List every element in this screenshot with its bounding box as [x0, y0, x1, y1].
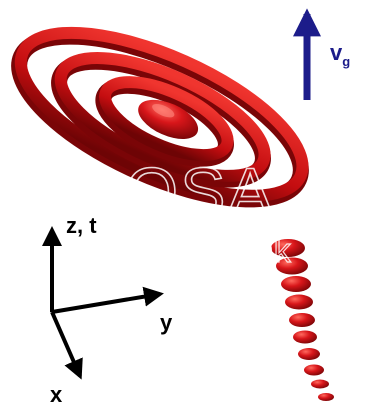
y-axis-arrow — [51, 286, 164, 314]
helix-tail — [271, 239, 334, 401]
x-axis-arrow — [50, 311, 83, 380]
helix-spiral — [11, 26, 309, 208]
group-velocity-label: vg — [330, 40, 350, 69]
z-t-axis-label: z, t — [66, 213, 97, 238]
watermark-osa: OSA — [125, 154, 275, 230]
watermark-image-bank: Image Bank — [109, 232, 291, 270]
helix-core — [138, 99, 199, 139]
coordinate-axes — [42, 226, 164, 380]
x-axis-label: x — [50, 382, 63, 407]
y-axis-label: y — [160, 310, 173, 335]
